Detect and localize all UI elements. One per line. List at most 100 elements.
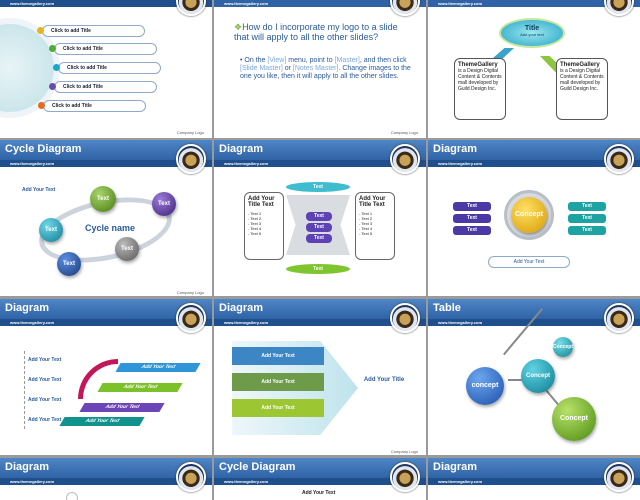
cycle-name-label: Cycle name	[85, 223, 136, 233]
stack-disk: Text	[306, 212, 332, 221]
concept-label: Concept	[553, 344, 573, 350]
concept-label: Concept	[560, 415, 588, 422]
slide-thumbnail-10[interactable]: Diagram www.themegallery.com	[0, 458, 212, 500]
answer-part: On the	[244, 57, 268, 64]
stack-disk: Text	[568, 226, 606, 235]
logo-icon	[176, 462, 206, 492]
circle-shape	[66, 492, 78, 500]
url-text: www.themegallery.com	[10, 479, 55, 484]
concept-ball: Concept	[521, 359, 555, 393]
text-box-right: Add Your Title Text- Text 1- Text 2- Tex…	[355, 192, 395, 260]
content-bar-label: Add Your Text	[261, 353, 295, 359]
list-item: Click to add Title	[54, 81, 157, 93]
disk-label: Text	[467, 227, 477, 233]
slide-thumbnail-8[interactable]: Diagram www.themegallery.com Add Your Te…	[214, 299, 426, 455]
slide-title: Cycle Diagram	[219, 461, 296, 473]
step-bar-label: Add Your Text	[103, 404, 141, 410]
box-title: Add Your Title Text	[359, 196, 386, 208]
ball-label: Text	[158, 201, 170, 207]
slide-thumbnail-4[interactable]: Cycle Diagram www.themegallery.com Add Y…	[0, 140, 212, 296]
bullet-icon	[49, 45, 56, 52]
stack-disk: Text	[453, 226, 491, 235]
stack-disk: Text	[306, 234, 332, 243]
text-box-left: Add Your Title Text- Text 1- Text 2- Tex…	[244, 192, 284, 260]
box-line: - Text 1	[248, 211, 262, 216]
disk-label: Text	[313, 184, 323, 190]
logo-icon	[176, 144, 206, 174]
company-logo-text: Company Logo	[176, 290, 204, 295]
ball-label: Text	[63, 261, 75, 267]
slide-title: Diagram	[219, 143, 264, 155]
slide-header: Cycle Diagram	[214, 458, 426, 478]
step-bar-label: Add Your Text	[83, 418, 121, 424]
url-bar: www.themegallery.com	[428, 319, 640, 326]
url-bar: www.themegallery.com	[428, 478, 640, 485]
box-line: - Text 5	[248, 231, 262, 236]
url-text: www.themegallery.com	[224, 479, 269, 484]
answer-part: [View]	[267, 57, 287, 64]
company-logo-text: Company Logo	[390, 449, 418, 454]
url-text: www.themegallery.com	[438, 320, 483, 325]
list-item-label: Click to add Title	[63, 46, 103, 52]
list-item-label: Click to add Title	[67, 65, 107, 71]
slide-thumbnail-6[interactable]: Diagram www.themegallery.com Text Text T…	[428, 140, 640, 296]
answer-part: [Slide Master]	[240, 65, 283, 72]
oval-subtitle: Add your text	[520, 32, 544, 37]
info-box-text: is a Design Digital Content & Contents m…	[458, 68, 502, 92]
logo-icon	[390, 462, 420, 492]
add-text-label: Add Your Text	[302, 490, 336, 496]
add-text-pill: Add Your Text	[488, 256, 570, 268]
list-item: Click to add Title	[54, 43, 157, 55]
disk-label: Text	[582, 227, 592, 233]
slide-thumbnail-5[interactable]: Diagram www.themegallery.com Add Your Ti…	[214, 140, 426, 296]
list-item: Click to add Title	[43, 100, 146, 112]
diamond-bullet-icon: ❖	[234, 22, 243, 32]
box-line: - Text 1	[359, 211, 373, 216]
stack-disk: Text	[453, 214, 491, 223]
stack-disk: Text	[306, 223, 332, 232]
slide-thumbnail-9[interactable]: Table www.themegallery.com Concept Conce…	[428, 299, 640, 455]
company-logo-text: Company Logo	[176, 130, 204, 135]
slide-thumbnail-12[interactable]: Diagram www.themegallery.com	[428, 458, 640, 500]
slide-title: Diagram	[219, 302, 264, 314]
slide-header: Diagram	[0, 458, 212, 478]
slide-thumbnail-1[interactable]: www.themegallery.com Click to add Title …	[0, 0, 212, 138]
url-bar: www.themegallery.com	[214, 478, 426, 485]
stack-disk: Text	[568, 202, 606, 211]
slide-header: Diagram	[0, 299, 212, 319]
box-line: - Text 5	[359, 231, 373, 236]
concept-label: concept	[471, 382, 499, 389]
slide-thumbnail-7[interactable]: Diagram www.themegallery.com Add Your Te…	[0, 299, 212, 455]
logo-icon	[604, 144, 634, 174]
ball-label: Text	[121, 246, 133, 252]
url-text: www.themegallery.com	[10, 320, 55, 325]
slide-thumbnail-11[interactable]: Cycle Diagram www.themegallery.com Add Y…	[214, 458, 426, 500]
company-logo-text: Company Logo	[390, 130, 418, 135]
content-bar: Add Your Text	[232, 373, 324, 391]
content-bar-label: Add Your Text	[261, 405, 295, 411]
slide-header: Table	[428, 299, 640, 319]
pill-label: Add Your Text	[513, 259, 545, 265]
slide-header: Diagram	[428, 140, 640, 160]
info-box-text: is a Design Digital Content & Contents m…	[560, 68, 604, 92]
box-line: - Text 4	[359, 226, 373, 231]
slide-header: Cycle Diagram	[0, 140, 212, 160]
concept-label: Concept	[515, 211, 543, 218]
disk-label: Text	[314, 235, 324, 241]
slide-header: Diagram	[428, 458, 640, 478]
url-text: www.themegallery.com	[10, 1, 55, 6]
slide-title: Diagram	[433, 143, 478, 155]
box-line: - Text 3	[359, 221, 373, 226]
slide-thumbnail-2[interactable]: www.themegallery.com ❖How do I incorpora…	[214, 0, 426, 138]
dashed-line	[24, 351, 25, 429]
step-bar-label: Add Your Text	[121, 384, 159, 390]
slide-title: Cycle Diagram	[5, 143, 82, 155]
list-item-label: Click to add Title	[52, 103, 92, 109]
slide-header: Diagram	[214, 140, 426, 160]
url-bar: www.themegallery.com	[214, 160, 426, 167]
cycle-ball: Text	[57, 252, 81, 276]
content-bar: Add Your Text	[232, 347, 324, 365]
slide-title: Diagram	[433, 461, 478, 473]
